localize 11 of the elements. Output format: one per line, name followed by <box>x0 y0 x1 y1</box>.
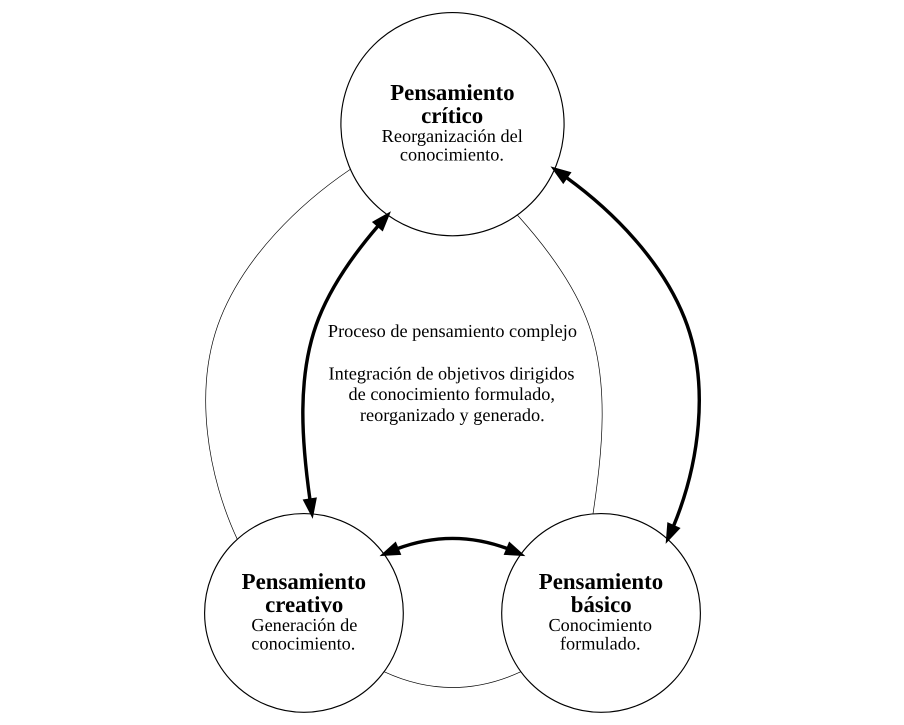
arrow <box>550 166 700 544</box>
label: Integración de objetivos dirigidos de conocimiento formulado, reorganizado y generado. <box>328 364 574 425</box>
arrow <box>379 536 525 556</box>
node-circle: Pensamiento crítico Reorganización del conocimiento. <box>340 12 564 236</box>
connector <box>204 169 350 540</box>
arrow <box>300 211 390 519</box>
label: Proceso de pensamiento complejo <box>327 321 577 342</box>
connector <box>516 214 602 514</box>
node-circle: Pensamiento creativo Generación de conocimiento. <box>204 513 404 713</box>
node-circle: Pensamiento básico Conocimiento formulado. <box>500 513 700 713</box>
connector <box>383 671 520 688</box>
